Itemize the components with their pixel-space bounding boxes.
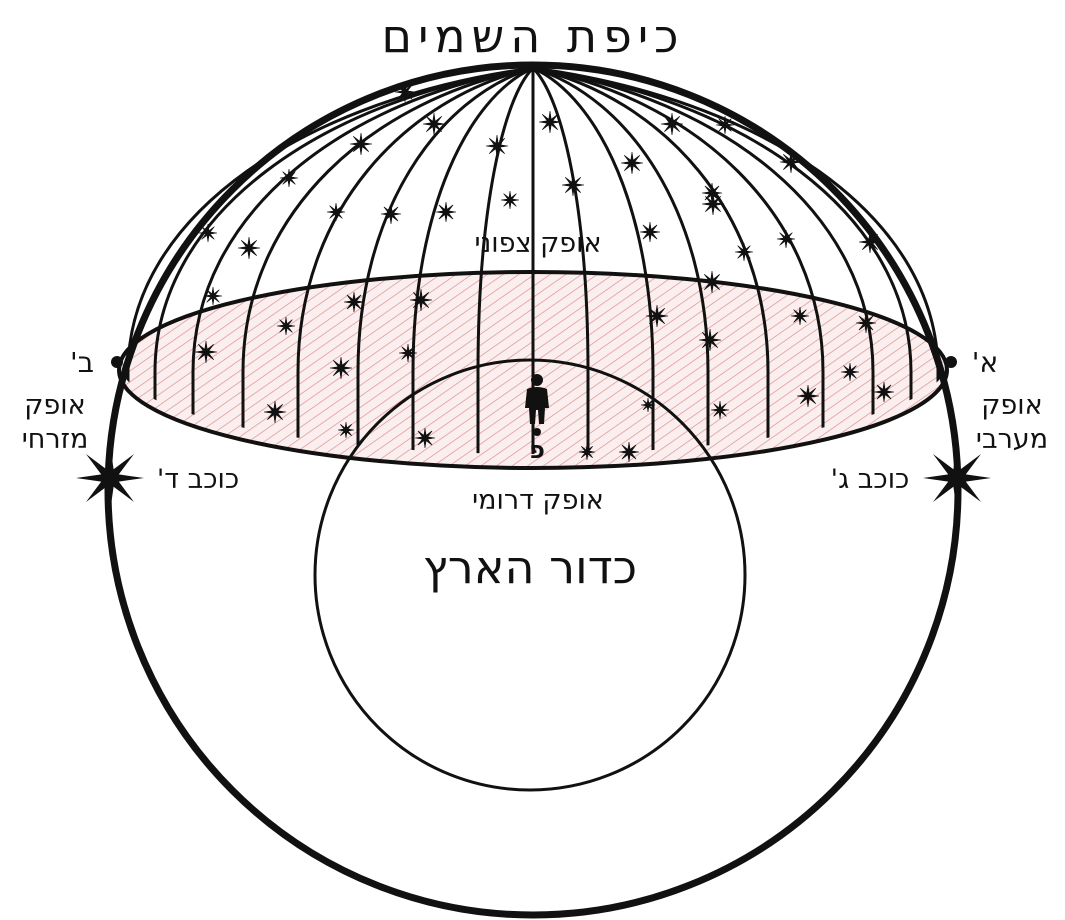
star-icon <box>350 133 372 155</box>
star-icon <box>238 237 260 259</box>
star-icon <box>791 307 809 325</box>
south-horizon-label: אופק דרומי <box>472 485 604 516</box>
star-icon <box>640 222 660 242</box>
star-icon <box>619 442 639 462</box>
star-c-label: כוכב ג' <box>831 464 910 495</box>
star-icon <box>716 116 734 134</box>
star-icon <box>486 135 508 157</box>
west-horizon-label-line1: אופק <box>981 390 1042 421</box>
point-a-dot <box>945 356 957 368</box>
star-icon <box>797 385 819 407</box>
star-d-label: כוכב ד' <box>157 464 239 495</box>
star-icon <box>327 203 345 221</box>
star-icon <box>711 401 729 419</box>
diagram-title: כיפת השמים <box>382 9 685 63</box>
earth-label: כדור הארץ <box>423 540 637 594</box>
star-icon <box>562 174 584 196</box>
star-icon <box>735 243 753 261</box>
star-icon <box>399 344 417 362</box>
star-icon <box>338 422 354 438</box>
star-icon <box>621 152 643 174</box>
star-icon <box>204 287 222 305</box>
north-horizon-label: אופק צפוני <box>474 228 601 259</box>
star-icon <box>415 428 435 448</box>
star-icon <box>661 113 683 135</box>
star-icon <box>277 317 295 335</box>
star-icon <box>699 329 721 351</box>
star-icon <box>410 289 432 311</box>
star-icon <box>841 363 859 381</box>
point-b-dot <box>111 356 123 368</box>
point-a-label: א' <box>972 346 998 379</box>
star-icon <box>646 305 668 327</box>
star-icon <box>436 202 456 222</box>
east-horizon-label-line1: אופק <box>24 390 85 421</box>
observer-point-label: פ <box>529 436 545 464</box>
star-icon <box>579 444 595 460</box>
star-icon <box>280 169 298 187</box>
star-icon <box>777 230 795 248</box>
star-icon <box>344 292 364 312</box>
star-icon <box>330 357 352 379</box>
observer-point <box>533 428 541 436</box>
star-icon <box>264 401 286 423</box>
star-icon <box>874 382 894 402</box>
star-icon <box>539 111 561 133</box>
star-icon <box>501 191 519 209</box>
point-b-label: ב' <box>70 346 94 379</box>
star-icon <box>195 341 217 363</box>
star-icon <box>702 193 724 215</box>
east-horizon-label-line2: מזרחי <box>22 424 89 455</box>
west-horizon-label-line2: מערבי <box>976 424 1048 455</box>
star-icon <box>423 113 445 135</box>
star-icon <box>381 204 401 224</box>
